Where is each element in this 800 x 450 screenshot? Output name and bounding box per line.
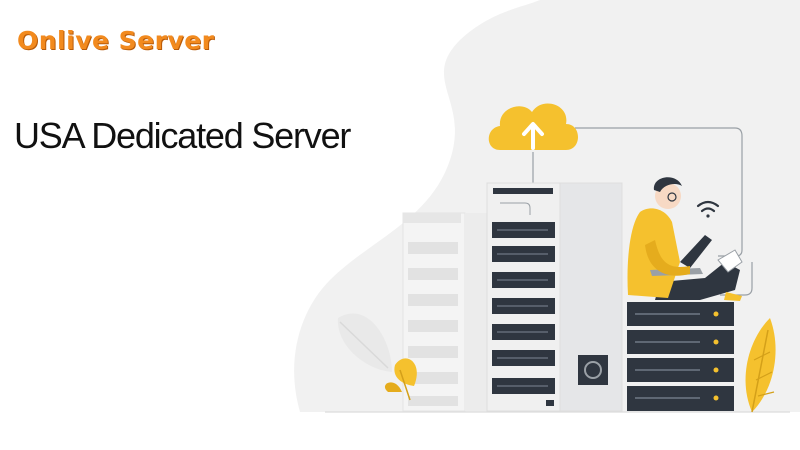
- server-stack: [627, 302, 734, 411]
- person-with-laptop: [627, 177, 743, 301]
- main-server-rack: [486, 182, 623, 412]
- leaf-decoration-left: [337, 313, 417, 401]
- wifi-icon: [696, 200, 720, 218]
- page-title: USA Dedicated Server: [14, 115, 351, 156]
- cloud-upload-icon: [488, 103, 578, 150]
- back-server-rack: [402, 212, 490, 412]
- leaf-decoration-right: [745, 318, 776, 413]
- brand-logo[interactable]: Onlive Server: [17, 26, 215, 55]
